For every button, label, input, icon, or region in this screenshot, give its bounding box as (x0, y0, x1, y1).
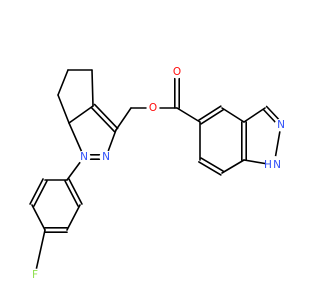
bond-f4-ff (34, 229, 46, 276)
bond-f4-f5 (31, 204, 46, 231)
bond-i7-i6-b (198, 161, 222, 176)
bond-c6a-c3a (68, 105, 94, 124)
bond-c5-c6 (57, 69, 69, 96)
bond-c3a-c3-a (90, 106, 116, 133)
atom-label-ester-oxygen: O (149, 102, 157, 114)
atom-label-indazole-h: H (264, 159, 272, 171)
atom-label-fluorine: F (32, 269, 38, 281)
bond-c3a-c4 (91, 69, 94, 107)
atom-label-indazole-n2: N (277, 119, 285, 131)
bond-c3a-c3-b (93, 103, 119, 130)
bond-f2-f3 (66, 204, 81, 231)
bond-i7a-i7 (221, 159, 245, 174)
atom-label-carbonyl-oxygen: O (173, 66, 181, 78)
bond-i7-i6-a (200, 157, 224, 172)
atom-pyrazole-n2: N (99, 150, 113, 164)
bond-i5-i4-b (198, 105, 222, 121)
atom-ester-oxygen: O (146, 101, 160, 115)
bond-c3-ch2 (115, 107, 132, 131)
bond-i5-i4-a (200, 109, 224, 125)
bond-cc-i5 (176, 107, 201, 123)
bond-f5-f6-b (29, 178, 44, 205)
molecule-diagram: O O N N N N H F (28, 65, 288, 282)
atom-label-pyrazole-n1: N (80, 151, 88, 163)
bond-i3a-i3 (243, 107, 266, 123)
atom-pyrazole-n1: N (77, 150, 91, 164)
bond-i4-i3a (221, 107, 245, 123)
bond-c6-c6a (57, 94, 70, 124)
bond-f1-f2-a (64, 180, 79, 207)
atom-label-indazole-n1: N (273, 159, 281, 171)
atom-carbonyl-oxygen: O (170, 65, 184, 79)
atom-indazole-n1h: N H (264, 156, 283, 174)
atom-fluorine: F (28, 268, 42, 282)
atom-indazole-n2: N (274, 118, 288, 132)
bond-f1-f2-b (68, 178, 83, 205)
atom-label-layer: O O N N N N H F (28, 65, 288, 282)
bond-layer (29, 69, 284, 276)
bond-f5-f6-a (33, 180, 48, 207)
atom-label-pyrazole-n2: N (102, 151, 110, 163)
